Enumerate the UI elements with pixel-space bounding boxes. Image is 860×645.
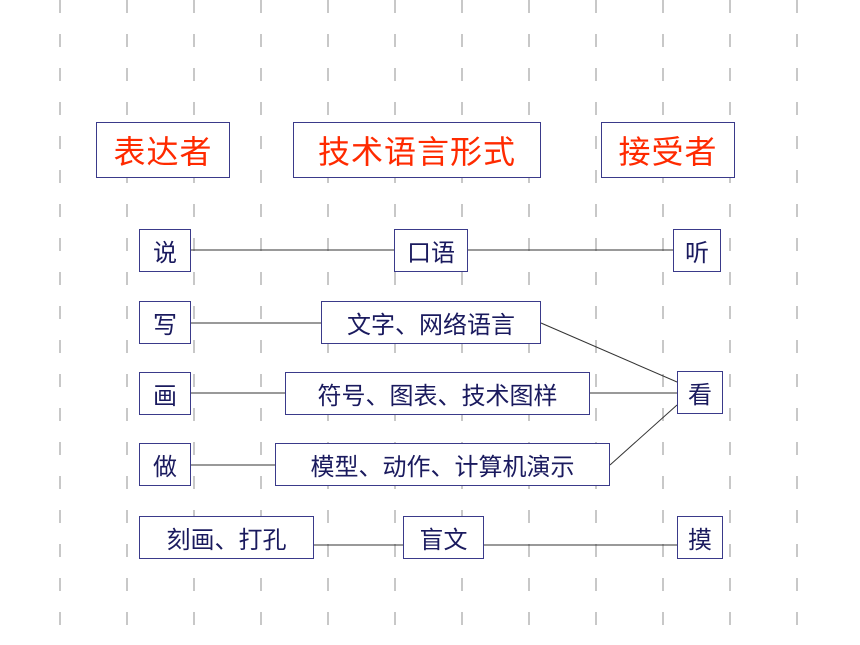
node-models-actions-demo: 模型、动作、计算机演示 xyxy=(275,443,610,486)
node-oral-language: 口语 xyxy=(394,229,468,272)
header-expresser: 表达者 xyxy=(96,122,230,178)
node-draw: 画 xyxy=(139,372,191,415)
node-write: 写 xyxy=(139,301,191,344)
link-text-look xyxy=(540,322,678,383)
node-speak: 说 xyxy=(139,229,191,272)
header-receiver: 接受者 xyxy=(601,122,735,178)
node-symbols-charts-drawings: 符号、图表、技术图样 xyxy=(285,372,590,415)
link-models-look xyxy=(609,404,678,466)
node-text-network-language: 文字、网络语言 xyxy=(321,301,541,344)
node-look: 看 xyxy=(677,371,723,414)
node-carve-punch: 刻画、打孔 xyxy=(139,516,314,559)
node-braille: 盲文 xyxy=(403,516,484,559)
node-make: 做 xyxy=(139,443,191,486)
header-tech-language-form: 技术语言形式 xyxy=(293,122,541,178)
node-touch: 摸 xyxy=(677,516,723,559)
node-listen: 听 xyxy=(673,229,721,272)
